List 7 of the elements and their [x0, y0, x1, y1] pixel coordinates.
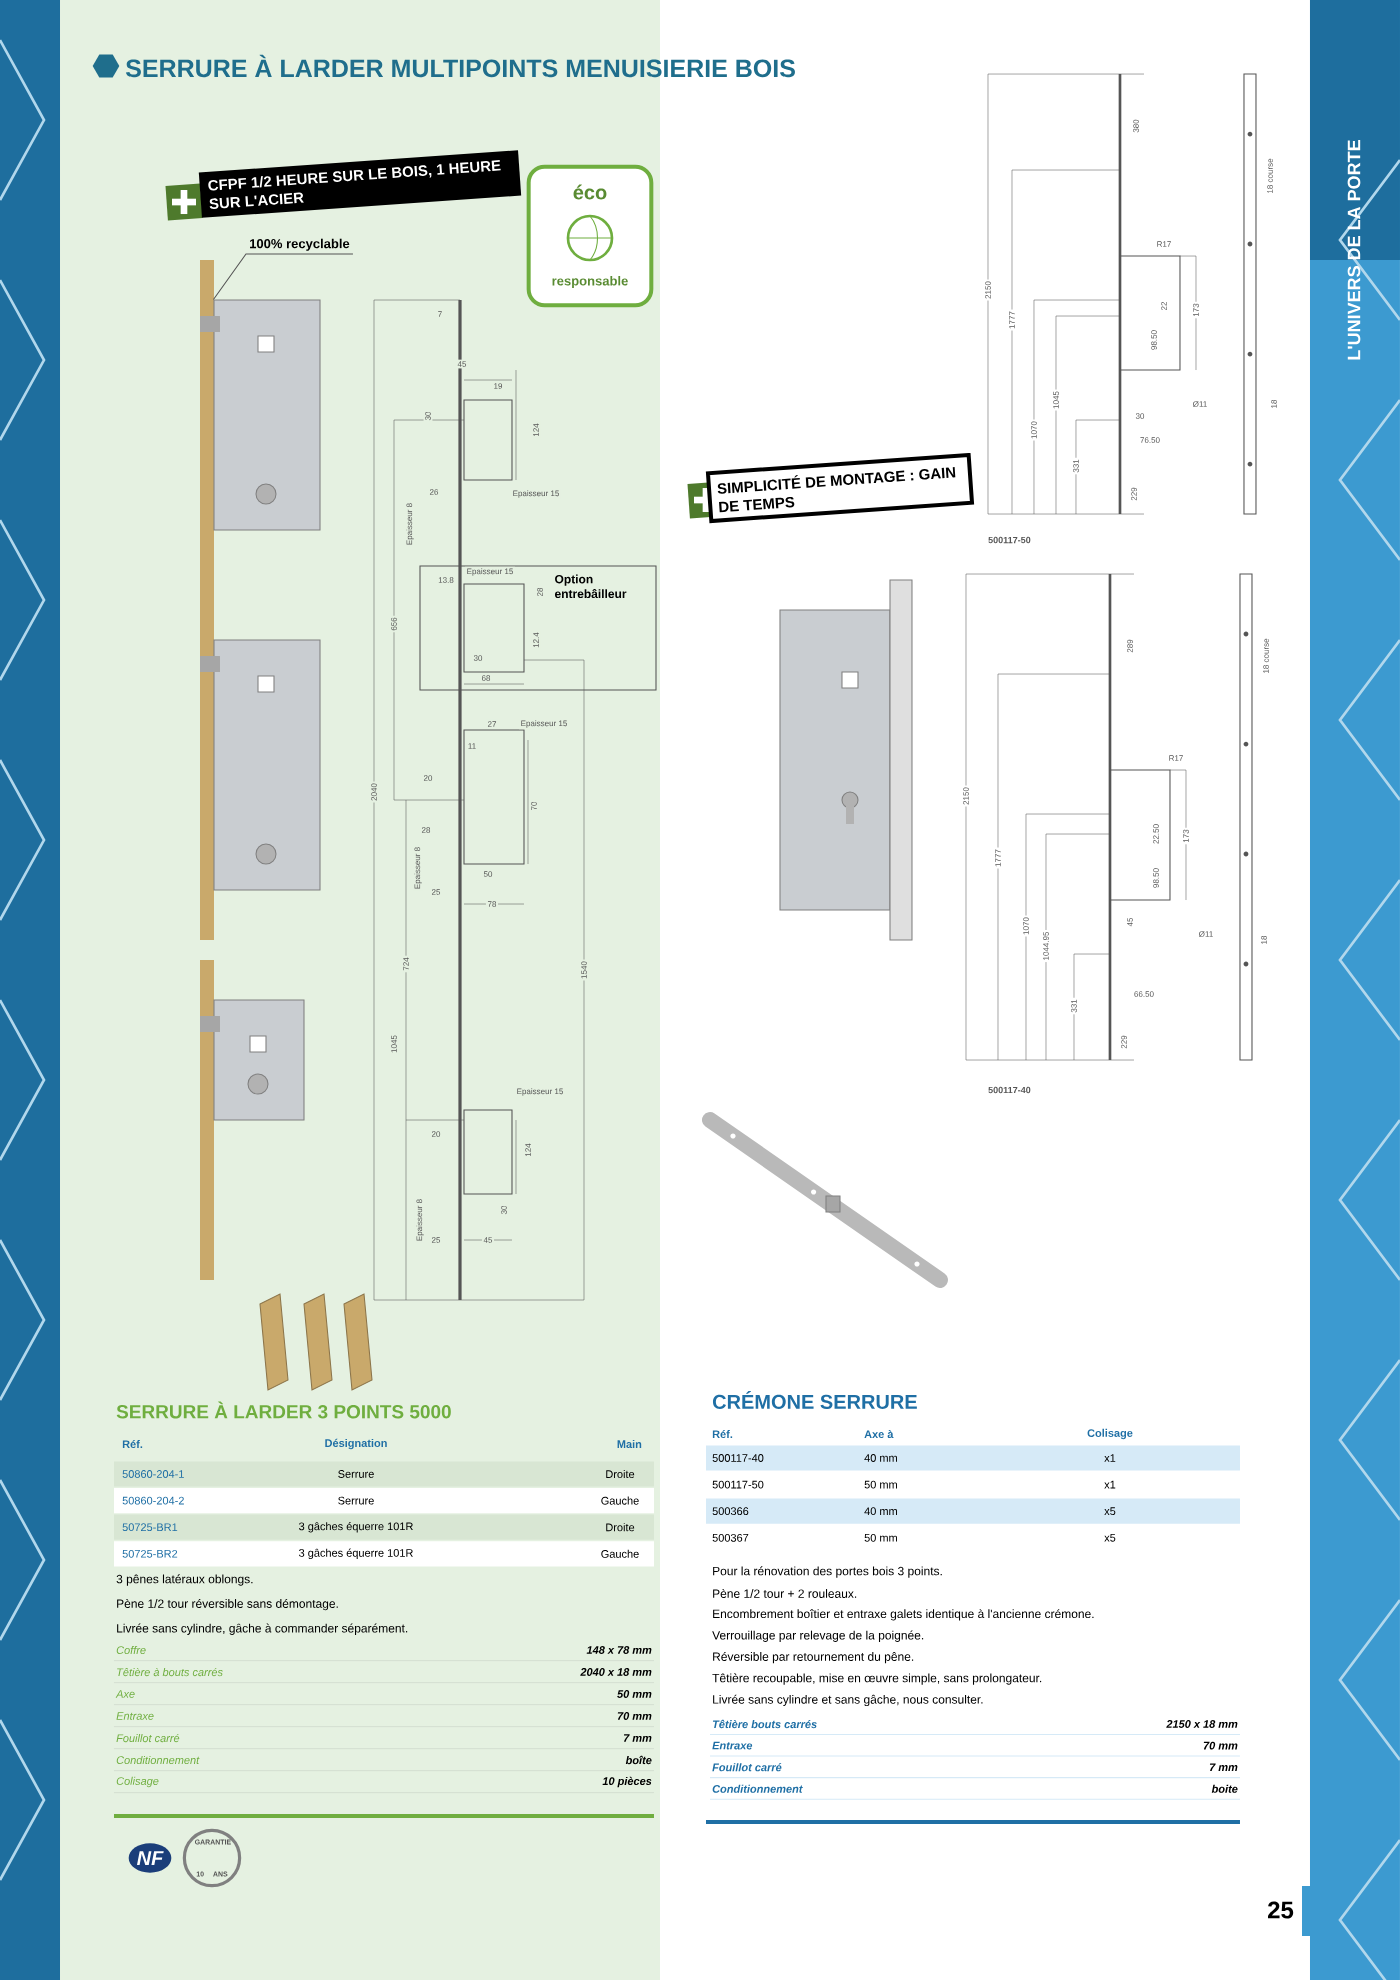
product-title: SERRURE À LARDER 3 POINTS 5000 [116, 1401, 451, 1419]
lock-drawing [200, 260, 321, 601]
certification-mark: NF [128, 1843, 172, 1873]
section-title: SERRURE À LARDER MULTIPOINTS MENUISIERIE BOIS [125, 54, 795, 78]
side-tab-text: L'UNIVERS DE LA PORTE [1347, 140, 1361, 360]
product-title: CRÉMONE SERRURE [712, 1391, 917, 1409]
page-number: 25 [1268, 1901, 1294, 1919]
